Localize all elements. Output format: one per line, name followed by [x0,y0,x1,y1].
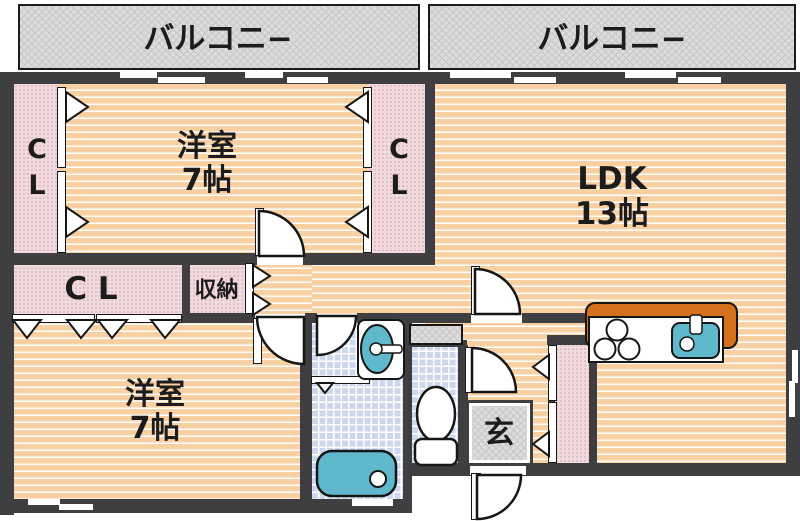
closet-letter: L [390,170,408,202]
folding-door-icon [344,205,369,239]
folding-door-icon [148,319,183,340]
wall-mid-b [303,253,435,265]
folding-door-icon [344,90,369,124]
washbasin [357,319,405,380]
door-swing [473,267,522,316]
folding-door-icon [531,353,550,381]
window [450,72,511,78]
window [352,499,393,506]
window [514,77,556,83]
wall-corridor-s4 [522,313,597,323]
wall-closet-lower-east [182,260,190,315]
closet-middle [369,84,425,255]
wall-closet-mid-east [425,84,435,265]
sliding-track [363,87,372,168]
folding-door-icon [65,90,90,124]
window [120,72,157,78]
folding-door-icon [65,205,90,239]
folding-door-icon [531,430,550,458]
wall-storage-bottom [182,313,245,323]
folding-door-icon [95,319,130,340]
wall-bath-east [403,315,412,499]
storage-box [188,262,245,315]
room-size: 7帖 [181,162,233,198]
sliding-track [96,314,182,323]
closet-left-label: C L [16,132,58,205]
entrance-door-swing [475,473,523,521]
folding-door-icon [252,263,272,289]
closet-letter: L [28,170,46,202]
door-swing [255,315,306,366]
genkan-step [472,406,527,460]
closet-lower [14,262,182,315]
folding-door-icon [314,382,336,395]
folding-door-icons [10,90,550,458]
window [28,499,60,505]
wall-hallcloset-east [589,335,597,463]
room-size: 13帖 [574,195,650,232]
window [59,504,93,510]
stove-burners-icon [593,318,641,361]
wall-mid-a [14,253,257,265]
door-opening [257,254,303,265]
wall-bottom-left [0,499,412,513]
balcony-left [18,4,420,70]
toilet-shelf [409,324,463,345]
folding-door-icon [252,291,272,317]
wall-left [0,84,14,515]
door-swing [257,209,306,258]
toilet [413,385,459,467]
balcony-right-label: バルコニ− [537,21,687,57]
sliding-track [12,314,95,323]
sliding-track [245,263,254,314]
drain-icon [369,470,387,488]
door-swing-arcs [255,209,523,521]
faucet-icon [689,314,703,335]
door-opening [471,314,522,323]
wall-hallcloset-top [547,335,597,345]
entrance-label: 玄 [484,416,514,451]
balcony-right [428,4,796,70]
balcony-left-label: バルコニ− [143,21,293,57]
window [678,77,721,83]
window [792,350,798,383]
closet-letter: C [389,134,409,165]
folding-door-icon [64,319,99,340]
room-western-top-label: 洋室 7帖 [122,130,292,197]
room-name: 洋室 [177,129,237,164]
room-ldk-label: LDK 13帖 [527,162,697,231]
window [625,72,676,78]
closet-lower-label: C L [64,271,118,307]
room-name: 洋室 [125,377,185,412]
wall-corridor-s3 [357,313,475,323]
folding-door-icon [10,319,44,340]
hall-closet [555,343,589,465]
sliding-track [57,87,66,168]
closet-letter: C [27,134,47,165]
window [287,77,328,83]
closet-left [14,84,58,255]
room-western-bottom-label: 洋室 7帖 [70,378,240,445]
door-swing [470,346,518,394]
wall-toilet-east [458,345,468,463]
bathtub [315,449,398,498]
window [245,72,283,78]
storage-label: 収納 [194,278,239,303]
closet-middle-label: C L [378,132,420,205]
room-name: LDK [577,161,647,197]
door-opening [470,466,526,475]
door-swing [315,314,358,357]
wall-corridor-s1 [245,313,255,323]
kitchen-counter [585,302,738,363]
room-size: 7帖 [129,410,181,446]
toilet-tank [413,437,459,467]
window [158,77,205,83]
window [789,381,795,417]
